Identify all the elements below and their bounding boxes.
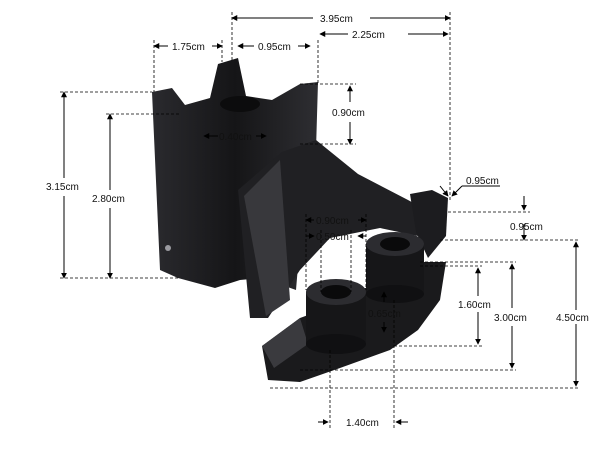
web-highlight [244, 160, 290, 316]
small-pin [165, 245, 171, 251]
label-step-height: 0.95cm [510, 222, 543, 233]
label-post-notch-height: 0.90cm [332, 108, 365, 119]
label-boss-spacing: 1.40cm [346, 418, 379, 429]
dimension-labels: 3.95cm 1.75cm 0.95cm 2.25cm 0.90cm 0.40c… [46, 14, 589, 429]
label-total-height: 4.50cm [556, 313, 589, 324]
label-right-span: 2.25cm [352, 30, 385, 41]
label-boss-outer: 0.90cm [316, 216, 349, 227]
base-edge [262, 318, 308, 368]
post-hole [220, 96, 260, 112]
label-post-width: 0.95cm [258, 42, 291, 53]
dimension-lines [60, 12, 580, 428]
label-inner-height: 2.80cm [92, 194, 125, 205]
label-boss-inner: 0.50cm [316, 232, 349, 243]
bracket-part [152, 58, 448, 382]
label-left-post: 1.75cm [172, 42, 205, 53]
label-post-hole: 0.40cm [219, 132, 252, 143]
label-overall-height: 3.15cm [46, 182, 79, 193]
label-boss-gap: 0.65cm [368, 309, 401, 320]
boss-right [366, 232, 424, 303]
boss-left [306, 279, 366, 354]
label-top-overall: 3.95cm [320, 14, 353, 25]
step-block [410, 190, 448, 258]
label-boss-height: 1.60cm [458, 300, 491, 311]
label-step-width: 0.95cm [466, 176, 499, 187]
label-base-height: 3.00cm [494, 313, 527, 324]
